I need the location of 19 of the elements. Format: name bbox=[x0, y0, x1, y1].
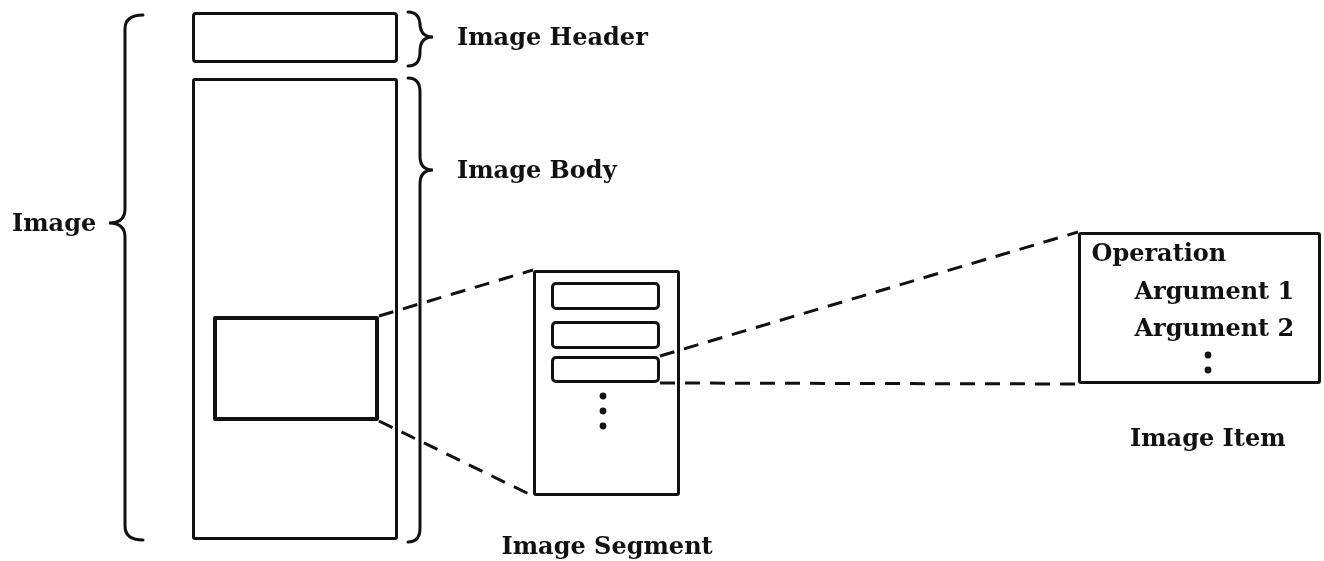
body-box bbox=[192, 78, 398, 540]
item-slot bbox=[550, 281, 660, 310]
segment-box bbox=[212, 315, 379, 421]
item-slot bbox=[550, 355, 660, 383]
caption-text: Image Item bbox=[1130, 424, 1286, 452]
dashed-line bbox=[378, 268, 534, 318]
dashed-line bbox=[660, 381, 1078, 386]
segment-panel bbox=[533, 270, 680, 496]
brace-label: Image bbox=[12, 209, 97, 237]
dashed-line bbox=[659, 230, 1079, 358]
caption-text: Image Segment bbox=[501, 532, 713, 560]
caption-text: Image Body bbox=[457, 156, 617, 184]
heading-text: Operation bbox=[1091, 238, 1227, 267]
header-box bbox=[192, 12, 398, 63]
list-text: Argument 1 bbox=[1134, 276, 1295, 305]
item-slot bbox=[550, 320, 660, 349]
list-text: Argument 2 bbox=[1134, 313, 1295, 342]
item-panel bbox=[1078, 232, 1321, 384]
caption-text: Image Header bbox=[457, 23, 648, 51]
